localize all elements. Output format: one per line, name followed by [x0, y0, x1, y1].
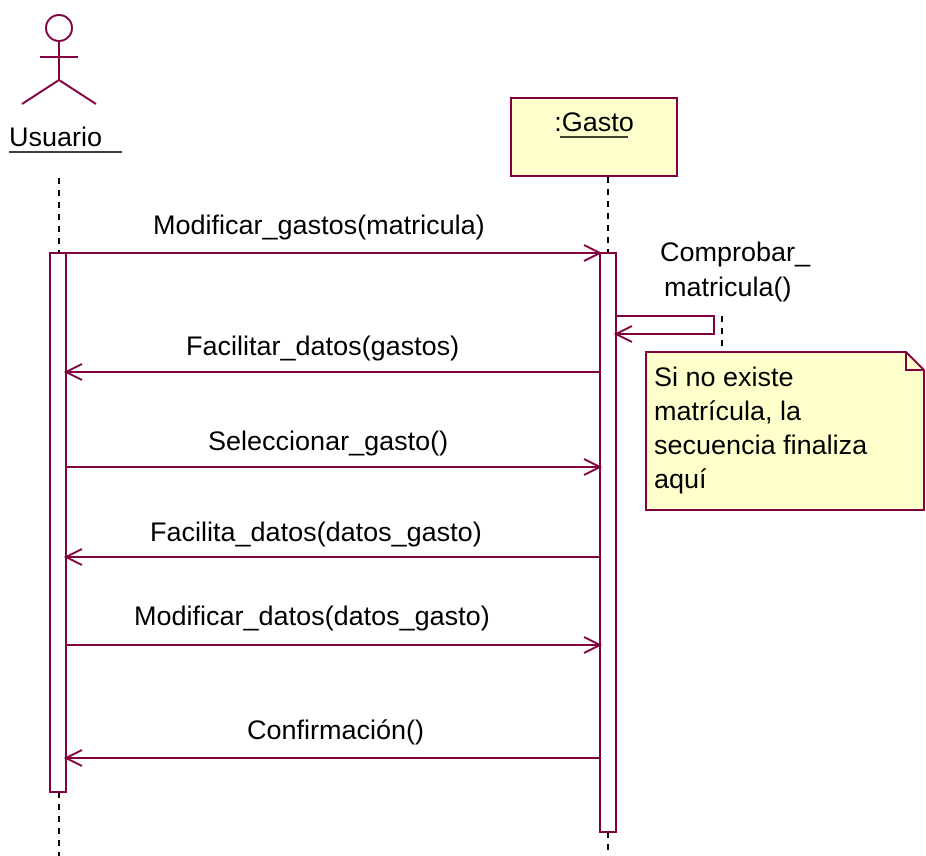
- message-label-4: Facilita_datos(datos_gasto): [150, 517, 482, 547]
- actor-head: [45, 14, 73, 42]
- message-label-5: Modificar_datos(datos_gasto): [134, 601, 490, 631]
- actor-right-leg: [58, 79, 97, 105]
- actor-usuario: [21, 14, 97, 105]
- note-line-2: matrícula, la: [654, 396, 802, 426]
- note-box: [645, 351, 925, 511]
- object-label: :Gasto: [554, 107, 634, 137]
- arrowhead-5: [583, 636, 603, 654]
- self-message-label-line1: Comprobar_: [660, 237, 811, 267]
- arrowhead-4: [63, 548, 83, 566]
- note-line-4: aquí: [654, 464, 707, 494]
- arrowhead-1: [583, 244, 603, 262]
- message-label-2: Facilitar_datos(gastos): [186, 331, 459, 361]
- message-label-1: Modificar_gastos(matricula): [153, 210, 485, 240]
- actor-left-leg: [21, 79, 60, 105]
- actor-activation-bar: [49, 252, 67, 793]
- arrowhead-3: [583, 458, 603, 476]
- arrowhead-2: [63, 363, 83, 381]
- actor-label: Usuario: [9, 122, 102, 152]
- self-message-label-line2: matricula(): [664, 272, 792, 302]
- message-label-3: Seleccionar_gasto(): [208, 426, 448, 456]
- self-message-arrow: [616, 315, 715, 335]
- arrowhead-6: [63, 749, 83, 767]
- object-activation-bar: [599, 252, 617, 833]
- note-line-1: Si no existe: [654, 362, 794, 392]
- self-arrowhead: [613, 325, 633, 343]
- message-label-6: Confirmación(): [247, 715, 424, 745]
- note-fold: [905, 352, 924, 371]
- note-line-3: secuencia finaliza: [654, 430, 868, 460]
